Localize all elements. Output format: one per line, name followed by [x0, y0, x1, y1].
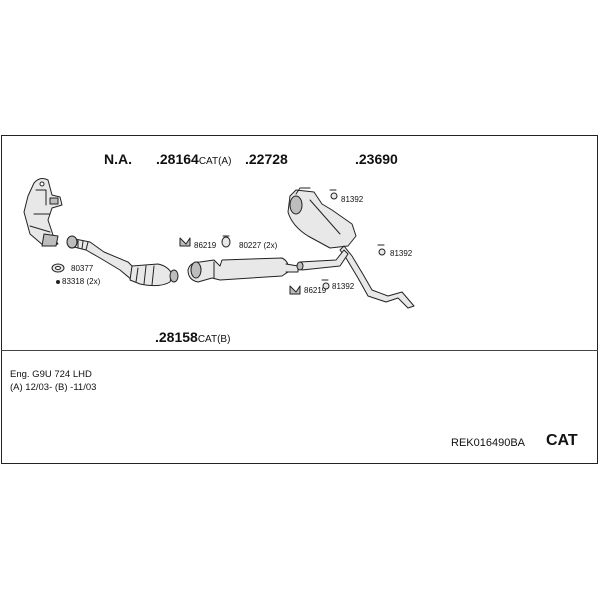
- catalytic-converter: [66, 235, 179, 287]
- cat-badge: CAT: [546, 432, 578, 449]
- rear-muffler: [287, 187, 415, 309]
- hanger-86219: [179, 237, 191, 247]
- rubber-hanger-81392: [321, 189, 386, 290]
- engine-info: Eng. G9U 724 LHD: [10, 369, 92, 380]
- label-28158: .28158CAT(B): [155, 330, 230, 346]
- label-80377: 80377: [71, 264, 94, 273]
- label-86219-a: 86219: [194, 241, 217, 250]
- hanger-86219-rear: [289, 285, 301, 295]
- part-number: .28158: [155, 329, 198, 345]
- section-divider: [1, 350, 598, 351]
- label-23690: .23690: [355, 151, 398, 167]
- label-28164: .28164CAT(A): [156, 152, 231, 168]
- label-86219-b: 86219: [304, 286, 327, 295]
- label-81392-a: 81392: [341, 195, 364, 204]
- label-81392-b: 81392: [390, 249, 413, 258]
- label-81392-c: 81392: [332, 282, 355, 291]
- part-number: .28164: [156, 151, 199, 167]
- label-na: N.A.: [104, 151, 132, 167]
- label-83318: 83318 (2x): [62, 277, 101, 286]
- gasket-clamp: [51, 263, 65, 284]
- label-80227: 80227 (2x): [239, 241, 278, 250]
- part-suffix: CAT(B): [197, 334, 231, 345]
- reference-code: REK016490BA: [451, 437, 525, 449]
- part-suffix: CAT(A): [198, 156, 232, 167]
- diagram-frame: [1, 135, 598, 464]
- date-info: (A) 12/03- (B) -11/03: [10, 382, 97, 393]
- exhaust-manifold: [23, 178, 63, 247]
- center-muffler: [187, 257, 299, 283]
- label-22728: .22728: [245, 151, 288, 167]
- clamp-80227: [221, 235, 231, 248]
